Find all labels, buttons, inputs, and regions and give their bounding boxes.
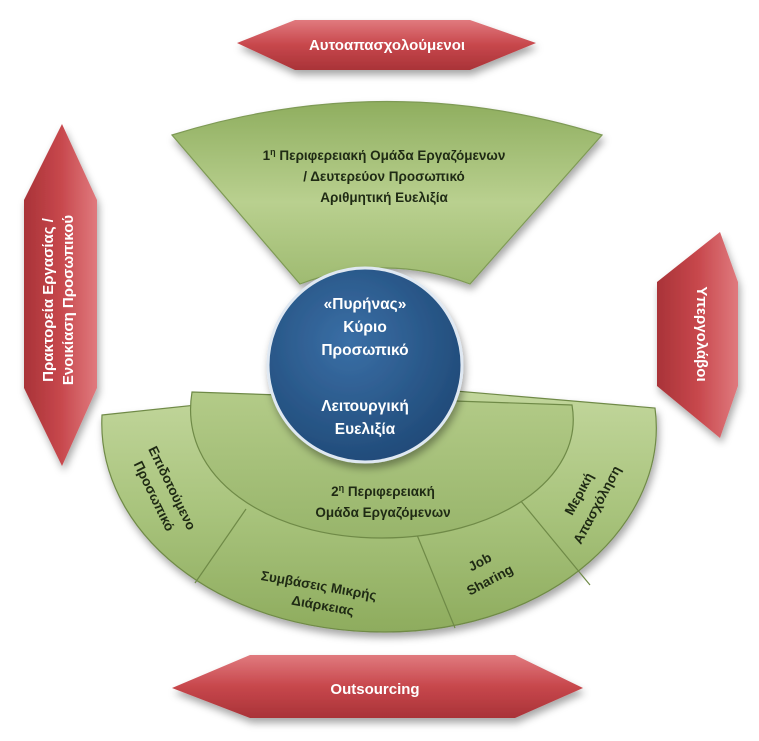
segment-divider-3 bbox=[519, 499, 591, 586]
peripheral-group-1-line2: / Δευτερεύον Προσωπικό bbox=[303, 169, 465, 184]
core-line5: Ευελιξία bbox=[335, 421, 396, 438]
left-arrow-shape bbox=[24, 124, 97, 466]
top-arrow-shape bbox=[237, 20, 536, 70]
peripheral-group-2-line2: Ομάδα Εργαζόμενων bbox=[315, 505, 450, 520]
core-line3: Προσωπικό bbox=[321, 342, 408, 359]
peripheral-group-2-shape bbox=[190, 391, 574, 539]
peripheral-group-2: 2η Περιφερειακή Ομάδα Εργαζόμενων bbox=[190, 391, 574, 539]
peripheral-group-1-line1: 1η Περιφερειακή Ομάδα Εργαζόμενων bbox=[263, 147, 506, 163]
core-line4: Λειτουργική bbox=[321, 398, 409, 415]
core-line2: Κύριο bbox=[343, 319, 387, 336]
top-arrow-label: Αυτοαπασχολούμενοι bbox=[309, 37, 465, 54]
core-circle: «Πυρήνας» Κύριο Προσωπικό Λειτουργική Ευ… bbox=[266, 266, 464, 464]
right-arrow: Υπεργολάβοι bbox=[657, 232, 738, 438]
left-arrow-label-line2: Ενοικίαση Προσωπικού bbox=[60, 215, 77, 385]
right-arrow-shape bbox=[657, 232, 738, 438]
bottom-arrow: Outsourcing bbox=[172, 655, 583, 718]
core-line1: «Πυρήνας» bbox=[324, 296, 407, 313]
top-arrow: Αυτοαπασχολούμενοι bbox=[237, 20, 536, 70]
segment-divider-1 bbox=[194, 508, 247, 584]
peripheral-group-1-line3: Αριθμητική Ευελιξία bbox=[320, 190, 448, 205]
bottom-arrow-label: Outsourcing bbox=[330, 681, 419, 698]
bottom-arrow-shape bbox=[172, 655, 583, 718]
core-circle-shape bbox=[266, 266, 464, 464]
left-arrow-label-line1: Πρακτορεία Εργασίας / bbox=[40, 217, 57, 382]
left-arrow: Πρακτορεία Εργασίας / Ενοικίαση Προσωπικ… bbox=[24, 124, 97, 466]
peripheral-group-1: 1η Περιφερειακή Ομάδα Εργαζόμενων / Δευτ… bbox=[170, 100, 604, 285]
right-arrow-label: Υπεργολάβοι bbox=[693, 286, 710, 381]
peripheral-group-2-line1: 2η Περιφερειακή bbox=[331, 483, 435, 499]
segment-divider-2 bbox=[414, 529, 456, 629]
